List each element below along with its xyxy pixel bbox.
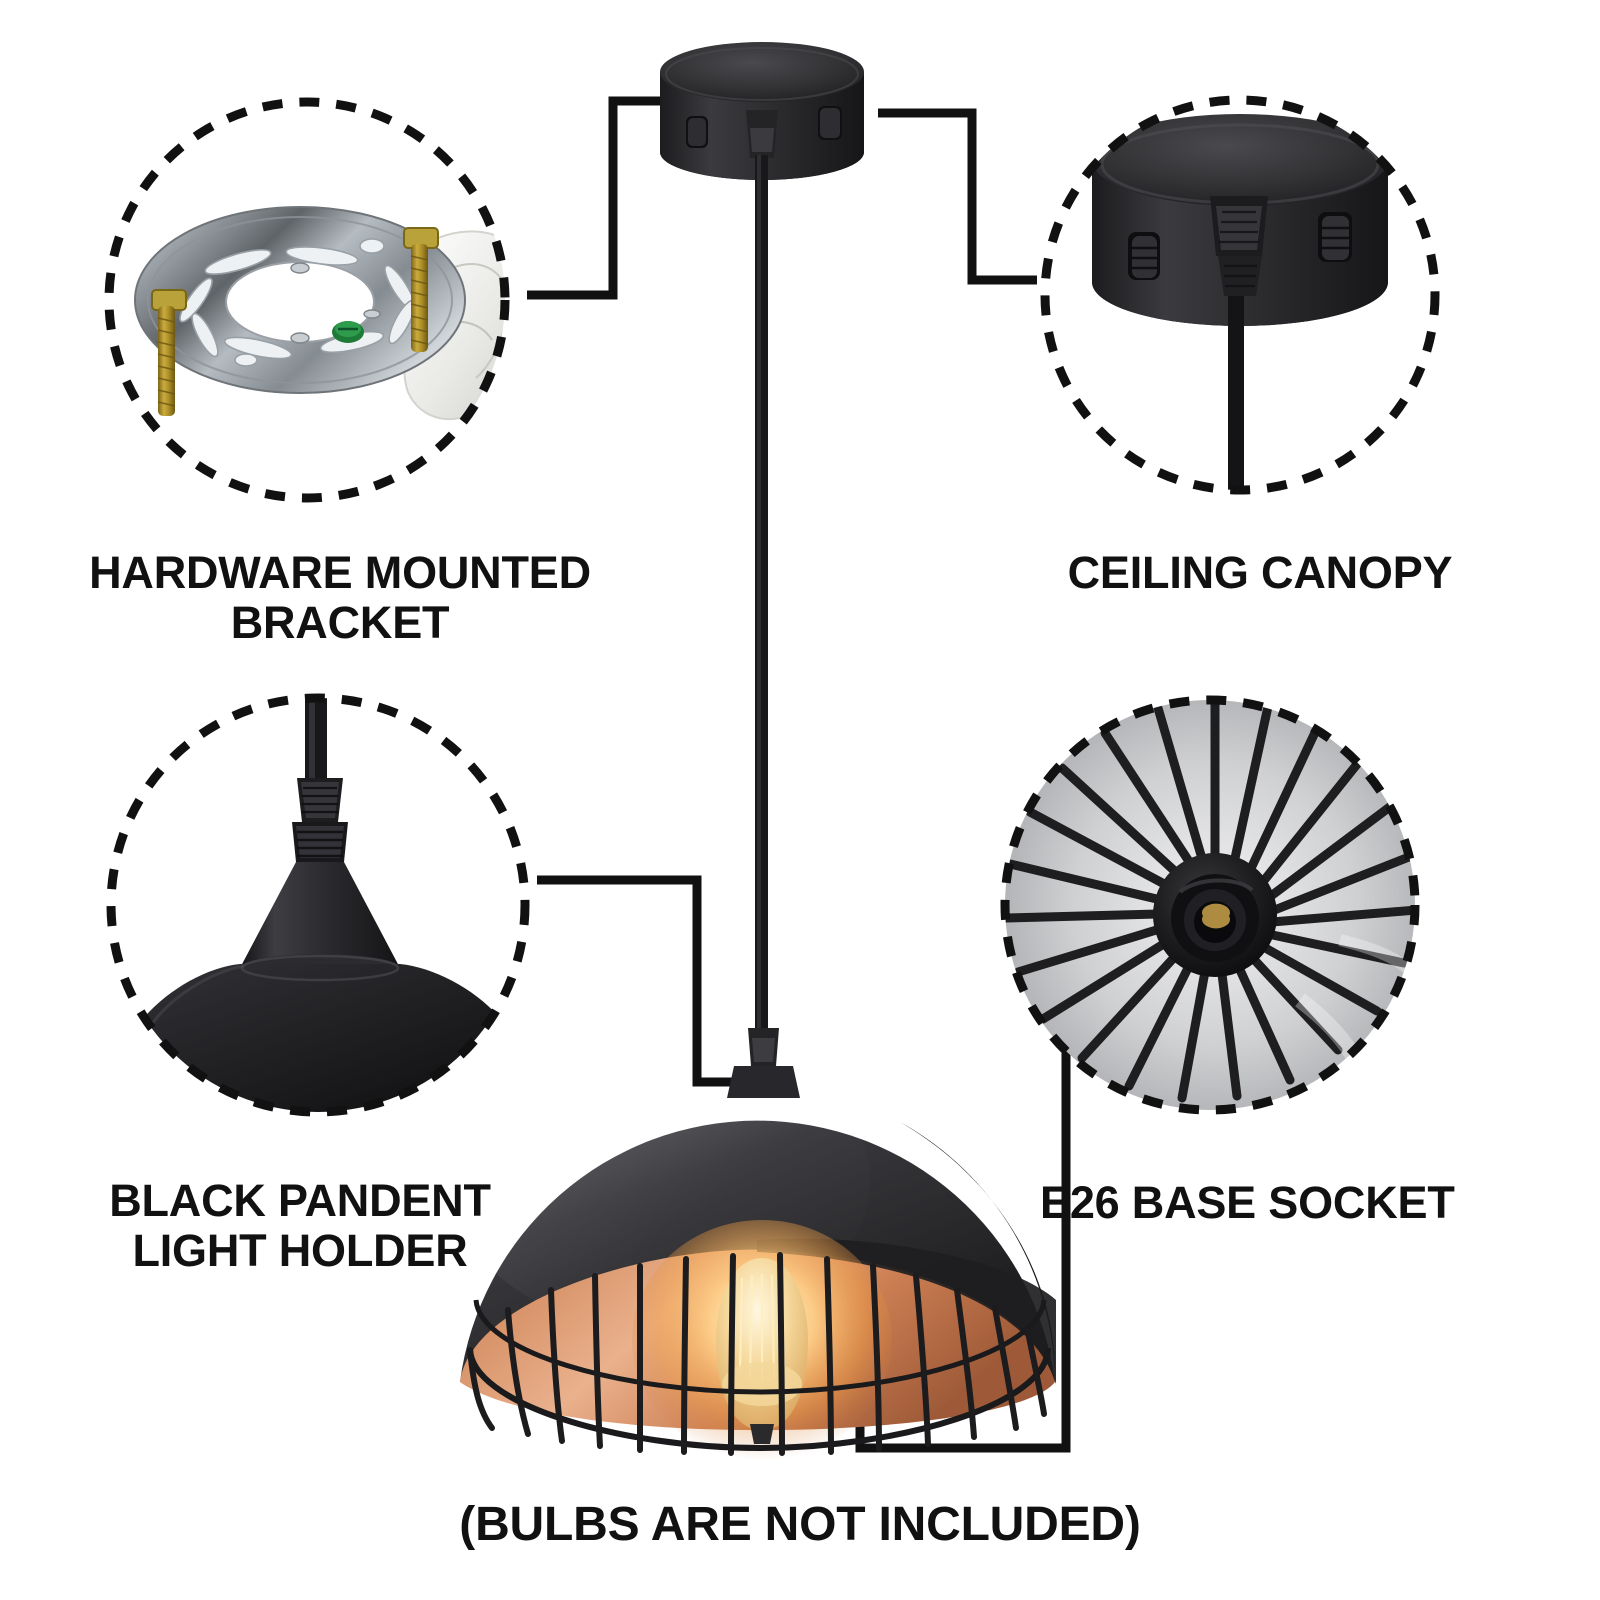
main-pendant-lamp [460, 1028, 1056, 1460]
bracket-screw-right [403, 227, 439, 352]
leader-line-holder [537, 875, 763, 1087]
bracket-screw-left [151, 289, 187, 416]
canopy-screw-posts [686, 106, 842, 148]
callout-label-ceiling-canopy: CEILING CANOPY [1067, 547, 1453, 598]
callout-bracket-illustration [104, 97, 510, 503]
bracket-rivets [290, 262, 381, 344]
main-ceiling-canopy [660, 42, 864, 180]
footer-note-bulbs-not-included: (BULBS ARE NOT INCLUDED) [459, 1498, 1141, 1551]
leader-line-canopy [878, 108, 1037, 285]
ground-screw-green [332, 321, 364, 343]
socket-radial-wires [1005, 700, 1415, 1103]
canopy-cord-grip [746, 110, 778, 158]
wire-cage-bars [467, 1252, 1047, 1456]
mounting-bracket-plate [134, 206, 466, 394]
dashed-circle-holder [106, 693, 530, 1117]
callout-label-hardware-mounted-bracket: HARDWARE MOUNTED BRACKET [89, 547, 591, 649]
dashed-circle-socket [1000, 695, 1420, 1115]
canopy-detail-cord-grip [1210, 196, 1268, 490]
dashed-circle-bracket [104, 97, 510, 503]
canopy-detail-screw-posts [1128, 212, 1352, 280]
pendant-cord [755, 155, 768, 1035]
leader-line-socket [855, 1045, 1071, 1453]
dashed-circle-canopy [1040, 95, 1440, 495]
e26-socket [1153, 853, 1277, 977]
callout-holder-illustration [106, 693, 530, 1117]
callout-canopy-illustration [1040, 95, 1440, 495]
callout-label-e26-base-socket: E26 BASE SOCKET [1040, 1177, 1455, 1228]
callout-socket-illustration [1000, 695, 1420, 1115]
holder-collar-upper [297, 778, 343, 822]
leader-lines [527, 96, 1071, 1453]
pendant-holder-collar [727, 1028, 800, 1098]
leader-line-bracket [527, 96, 676, 300]
holder-collar-lower [292, 822, 348, 862]
callout-label-black-pandent-light-holder: BLACK PANDENT LIGHT HOLDER [109, 1175, 491, 1277]
